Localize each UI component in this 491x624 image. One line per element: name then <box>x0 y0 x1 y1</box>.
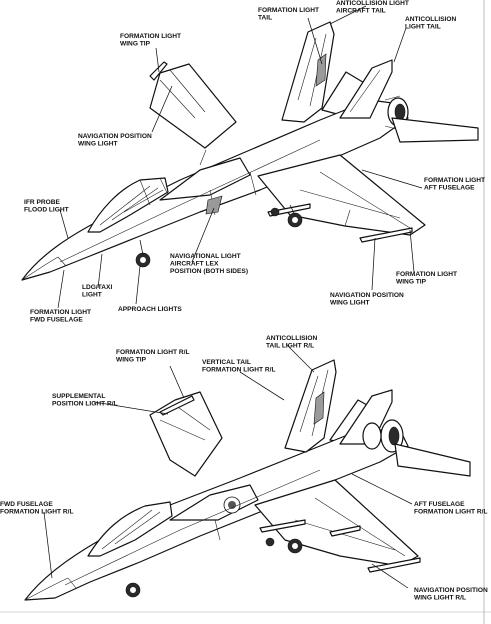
label-supplemental-position-light-rl: SUPPLEMENTAL POSITION LIGHT R/L <box>52 393 118 408</box>
upper-aircraft-drawing <box>21 21 479 281</box>
lower-aircraft-drawing <box>24 359 471 601</box>
label-formation-light-wing-tip: FORMATION LIGHT WING TIP <box>120 33 183 48</box>
label-navigation-position-wing-light: NAVIGATION POSITION WING LIGHT <box>78 133 154 148</box>
label-formation-light-fwd-fuselage: FORMATION LIGHT FWD FUSELAGE <box>30 309 93 324</box>
lower-labels: ANTICOLLISION TAIL LIGHT R/L FORMATION L… <box>0 335 490 602</box>
label-navigation-position-wing-light-rl: NAVIGATION POSITION WING LIGHT R/L <box>414 587 490 602</box>
label-ifr-probe-flood-light: IFR PROBE FLOOD LIGHT <box>24 199 69 214</box>
label-fwd-fuselage-formation-light-rl: FWD FUSELAGE FORMATION LIGHT R/L <box>0 501 74 516</box>
label-anticollision-light-tail: ANTICOLLISION LIGHT TAIL <box>405 16 458 31</box>
label-formation-light-aft-fuselage: FORMATION LIGHT AFT FUSELAGE <box>424 177 487 192</box>
label-anticollision-tail-light-rl: ANTICOLLISION TAIL LIGHT R/L <box>266 335 319 350</box>
label-formation-light-tail: FORMATION LIGHT TAIL <box>258 7 321 22</box>
upper-labels: ANTICOLLISION LIGHT AIRCRAFT TAIL FORMAT… <box>24 0 487 324</box>
label-formation-light-wing-tip-right: FORMATION LIGHT WING TIP <box>396 271 459 286</box>
label-navigation-position-wing-light-right: NAVIGATION POSITION WING LIGHT <box>330 292 406 307</box>
leader-lines <box>43 5 423 589</box>
label-navigational-light-aircraft-lex: NAVIGATIONAL LIGHT AIRCRAFT LEX POSITION… <box>170 253 248 275</box>
label-ldg-taxi-light: LDG/TAXI LIGHT <box>82 284 114 299</box>
label-formation-light-rl-wing-tip: FORMATION LIGHT R/L WING TIP <box>116 349 191 364</box>
label-vertical-tail-formation-light-rl: VERTICAL TAIL FORMATION LIGHT R/L <box>202 359 276 374</box>
label-aft-fuselage-formation-light-rl: AFT FUSELAGE FORMATION LIGHT R/L <box>414 501 488 516</box>
label-anticollision-aircraft-tail: ANTICOLLISION LIGHT AIRCRAFT TAIL <box>336 0 411 15</box>
label-approach-lights: APPROACH LIGHTS <box>118 306 182 313</box>
